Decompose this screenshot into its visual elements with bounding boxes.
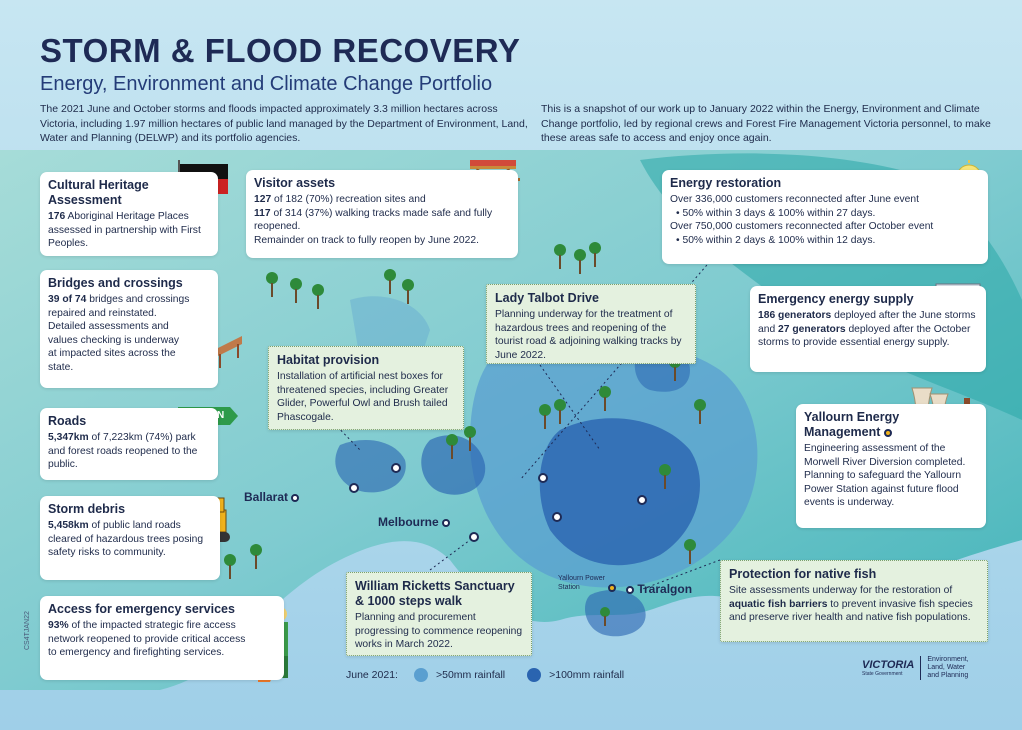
card-text-2: Detailed assessments and values checking… [48, 321, 180, 373]
card-body: of the impacted strategic fire access ne… [48, 620, 246, 658]
logo-wordmark: VICTORIA State Government [862, 659, 914, 677]
card-text: Planning underway for the treatment of h… [495, 309, 682, 361]
place-label: Yallourn Power Station [558, 575, 605, 591]
document-code: CS4TJAN22 [24, 611, 31, 650]
card-stat: 93% [48, 620, 69, 631]
card-stat: 127 [254, 194, 272, 205]
card-stat: aquatic fish barriers [729, 598, 828, 610]
location-dot-icon [883, 428, 892, 437]
card-title: Roads [48, 414, 87, 428]
location-dot-icon [626, 585, 634, 594]
place-label: Ballarat [244, 490, 289, 504]
card-body: bridges and crossings repaired and reins… [48, 294, 190, 319]
card-emergency-access: Access for emergency services 93% of the… [40, 596, 284, 680]
card-stat: 39 of 74 [48, 294, 87, 305]
card-stat: 5,458km [48, 520, 89, 531]
card-stat: 27 generators [778, 323, 846, 335]
card-stat: 5,347km [48, 432, 89, 443]
logo-dept: Environment, Land, Water and Planning [920, 656, 970, 680]
card-bullet-2: • 50% within 2 days & 100% within 12 day… [676, 234, 876, 246]
card-title: Habitat provision [277, 353, 380, 367]
card-title: Energy restoration [670, 176, 782, 190]
card-text: Planning and procurement progressing to … [355, 612, 523, 650]
card-title: Storm debris [48, 502, 126, 516]
card-text-2: Planning to safeguard the Yallourn Power… [804, 470, 962, 508]
card-body: of 7,223km (74%) park and forest roads r… [48, 432, 198, 470]
place-ballarat: Ballarat [244, 490, 300, 504]
card-title: Bridges and crossings [48, 276, 183, 290]
card-yallourn: Yallourn Energy Management Engineering a… [796, 404, 986, 528]
card-text: 186 generators deployed after the June s… [758, 309, 978, 350]
legend-swatch-100mm [527, 668, 542, 682]
card-text: Engineering assessment of the Morwell Ri… [804, 443, 966, 468]
card-line-2: Over 750,000 customers reconnected after… [670, 221, 934, 232]
card-title: Access for emergency services [48, 602, 235, 616]
logo-sub: State Government [862, 671, 903, 677]
card-bullet-1: • 50% within 3 days & 100% within 27 day… [676, 207, 876, 219]
card-lady-talbot: Lady Talbot Drive Planning underway for … [486, 284, 696, 364]
legend-swatch-50mm [413, 668, 428, 682]
legend-item-50mm: >50mm rainfall [435, 669, 506, 681]
card-body: of 314 (37%) walking tracks made safe an… [254, 207, 493, 233]
victoria-logo: VICTORIA State Government Environment, L… [862, 656, 970, 680]
card-emergency-energy: Emergency energy supply 186 generators d… [750, 286, 986, 372]
card-text: Site assessments underway for the restor… [729, 584, 979, 625]
card-energy-restoration: Energy restoration Over 336,000 customer… [662, 170, 988, 264]
place-traralgon: Traralgon [626, 582, 692, 596]
intro-right: This is a snapshot of our work up to Jan… [541, 103, 991, 144]
card-native-fish: Protection for native fish Site assessme… [720, 560, 988, 642]
card-storm-debris: Storm debris 5,458km of public land road… [40, 496, 220, 580]
card-title: Emergency energy supply [758, 292, 914, 306]
legend-label: June 2021: [346, 669, 398, 681]
card-visitor-assets: Visitor assets 127 of 182 (70%) recreati… [246, 170, 518, 258]
place-yallourn-ps: Yallourn Power Station [558, 574, 608, 592]
card-title: William Ricketts Sanctuary & 1000 steps … [355, 579, 515, 608]
location-dot-icon [442, 518, 451, 527]
card-ricketts: William Ricketts Sanctuary & 1000 steps … [346, 572, 532, 656]
card-text-2: Remainder on track to fully reopen by Ju… [254, 234, 479, 246]
card-text: 5,458km of public land roads cleared of … [48, 519, 212, 560]
card-cultural-heritage: Cultural Heritage Assessment 176 Aborigi… [40, 172, 218, 256]
legend-item-100mm: >100mm rainfall [549, 669, 625, 681]
card-title: Lady Talbot Drive [495, 291, 599, 305]
place-label: Melbourne [378, 515, 439, 529]
card-title-text: Yallourn Energy Management [804, 410, 900, 439]
card-roads: Roads 5,347km of 7,223km (74%) park and … [40, 408, 218, 480]
card-body: of public land roads cleared of hazardou… [48, 520, 204, 558]
card-stat: 186 generators [758, 310, 832, 321]
card-stat: 176 [48, 211, 66, 222]
card-stat: 117 [254, 207, 271, 219]
card-text: 5,347km of 7,223km (74%) park and forest… [48, 431, 210, 472]
card-body: Aboriginal Heritage Places assessed in p… [48, 211, 201, 249]
card-text: 93% of the impacted strategic fire acces… [48, 619, 276, 660]
card-title: Protection for native fish [729, 567, 877, 581]
card-title: Yallourn Energy Management [804, 410, 978, 440]
card-text: 39 of 74 bridges and crossings repaired … [48, 293, 210, 320]
card-title: Cultural Heritage Assessment [48, 178, 149, 207]
card-body: deployed after the June storms and [758, 310, 976, 335]
place-label: Traralgon [637, 582, 693, 596]
card-body: deployed after the October storms to pro… [758, 323, 971, 349]
card-body: to prevent invasive fish species and pre… [729, 598, 973, 624]
card-line-1: Over 336,000 customers reconnected after… [670, 194, 919, 205]
logo-name: VICTORIA [862, 659, 915, 671]
card-bridges: Bridges and crossings 39 of 74 bridges a… [40, 270, 218, 388]
card-body: Site assessments underway for the restor… [729, 585, 953, 596]
intro-left: The 2021 June and October storms and flo… [40, 103, 528, 144]
place-melbourne: Melbourne [378, 515, 451, 529]
card-title: Visitor assets [254, 176, 336, 190]
location-dot-icon [291, 493, 300, 502]
yallourn-dot-icon [608, 584, 616, 592]
card-habitat: Habitat provision Installation of artifi… [268, 346, 464, 430]
card-body: of 182 (70%) recreation sites and [271, 194, 426, 205]
map-legend: June 2021: >50mm rainfall >100mm rainfal… [346, 668, 624, 682]
page-subtitle: Energy, Environment and Climate Change P… [40, 73, 493, 95]
card-text: 176 Aboriginal Heritage Places assessed … [48, 210, 210, 251]
card-text: Installation of artificial nest boxes fo… [277, 371, 449, 423]
page-title: STORM & FLOOD RECOVERY [40, 32, 521, 69]
